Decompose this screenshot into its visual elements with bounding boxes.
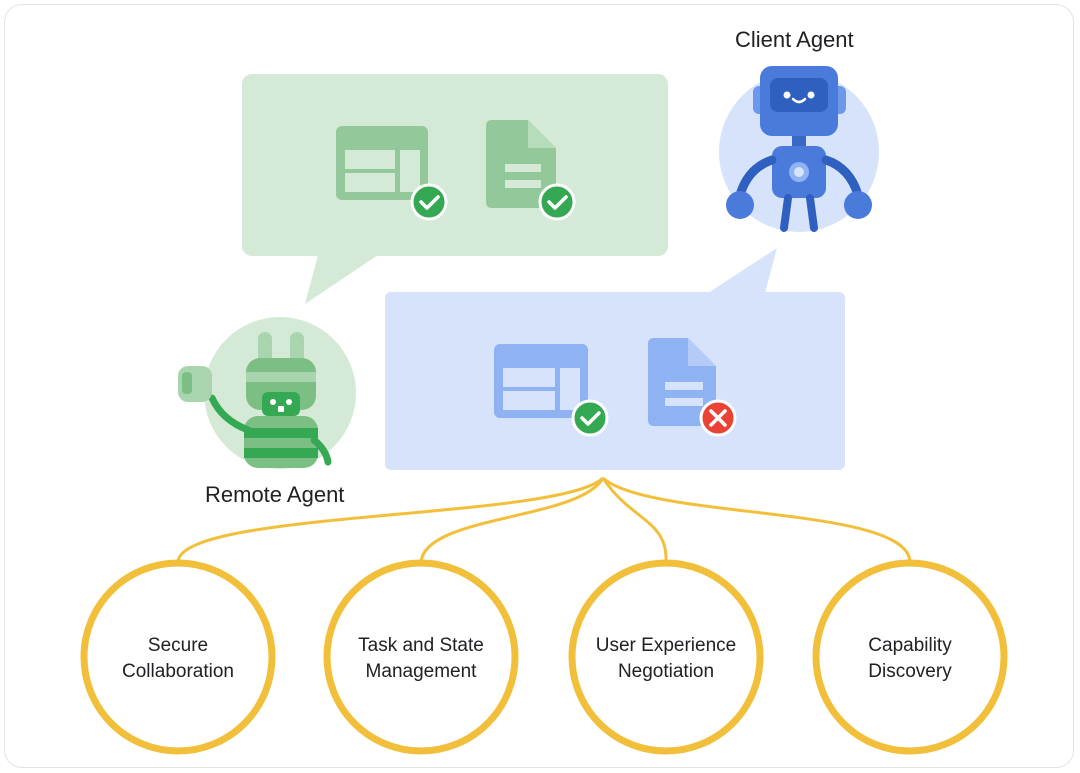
- remote-speech-bubble: [242, 74, 668, 304]
- client-speech-bubble: [385, 248, 845, 470]
- capability-line: Negotiation: [617, 661, 715, 682]
- capability-line: Task and State: [358, 635, 484, 656]
- client-agent-label: Client Agent: [735, 27, 854, 52]
- capability-circle-user-experience: [568, 559, 764, 755]
- capability-label-task-state: Task and State Management: [336, 633, 506, 685]
- check-icon: [538, 183, 576, 221]
- capability-circle-secure-collaboration: [80, 559, 276, 755]
- capability-circles: [80, 559, 1008, 755]
- capability-line: Collaboration: [122, 661, 234, 682]
- capability-label-capability-discovery: Capability Discovery: [825, 633, 995, 685]
- document-icon: [486, 120, 556, 208]
- form-layout-icon: [494, 344, 588, 418]
- capability-label-secure-collaboration: Secure Collaboration: [93, 633, 263, 685]
- capability-circle-task-state: [323, 559, 519, 755]
- form-layout-icon: [336, 126, 428, 200]
- check-icon: [410, 183, 448, 221]
- capability-line: User Experience: [595, 635, 737, 656]
- capability-circle-capability-discovery: [812, 559, 1008, 755]
- capability-label-user-experience: User Experience Negotiation: [581, 633, 751, 685]
- x-icon: [699, 399, 737, 437]
- robot-icon: [719, 66, 879, 232]
- rabbit-robot-icon: [178, 317, 356, 469]
- connector-lines: [176, 476, 912, 563]
- check-icon: [571, 399, 609, 437]
- capability-line: Capability: [868, 635, 952, 656]
- capability-line: Management: [365, 661, 477, 682]
- document-icon: [648, 338, 716, 426]
- remote-agent-label: Remote Agent: [205, 482, 345, 507]
- capability-line: Secure: [147, 635, 209, 656]
- capability-line: Discovery: [868, 661, 952, 682]
